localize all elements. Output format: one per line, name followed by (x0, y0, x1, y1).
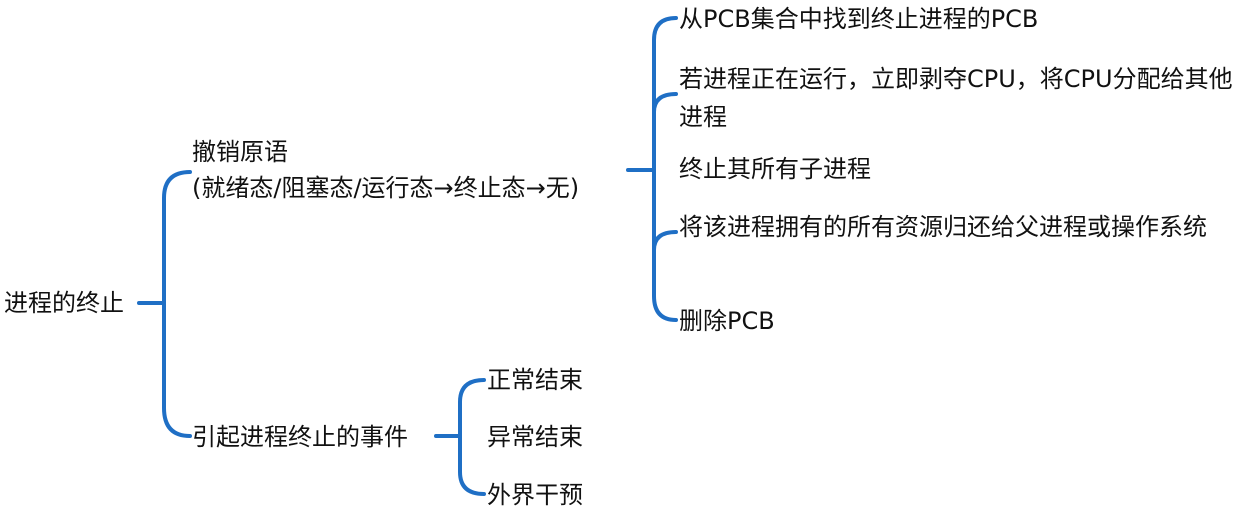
branch-termination-events-title: 引起进程终止的事件 (192, 423, 408, 451)
root-node: 进程的终止 (4, 289, 124, 317)
branch-revoke-primitive-title: 撤销原语 (192, 138, 288, 166)
leaf-return-resources: 将该进程拥有的所有资源归还给父进程或操作系统 (679, 213, 1207, 241)
leaf-terminate-children: 终止其所有子进程 (679, 155, 871, 183)
leaf-abnormal-end: 异常结束 (487, 423, 583, 451)
connector-group (137, 16, 678, 496)
branch-1-bracket-line (652, 16, 678, 322)
leaf-delete-pcb: 删除PCB (679, 307, 775, 335)
leaf-normal-end: 正常结束 (487, 366, 583, 394)
branch-2-bracket-line (458, 378, 486, 496)
leaf-preempt-cpu: 若进程正在运行，立即剥夺CPU，将CPU分配给其他进程 (679, 65, 1233, 131)
branch-revoke-primitive-subtitle: (就绪态/阻塞态/运行态→终止态→无) (192, 174, 580, 202)
branch-1-tick-line (652, 230, 678, 252)
branch-1-tick-line (652, 92, 678, 114)
leaf-find-pcb: 从PCB集合中找到终止进程的PCB (679, 5, 1039, 33)
root-bracket-line (162, 170, 192, 438)
leaf-external-intervention: 外界干预 (487, 481, 583, 509)
